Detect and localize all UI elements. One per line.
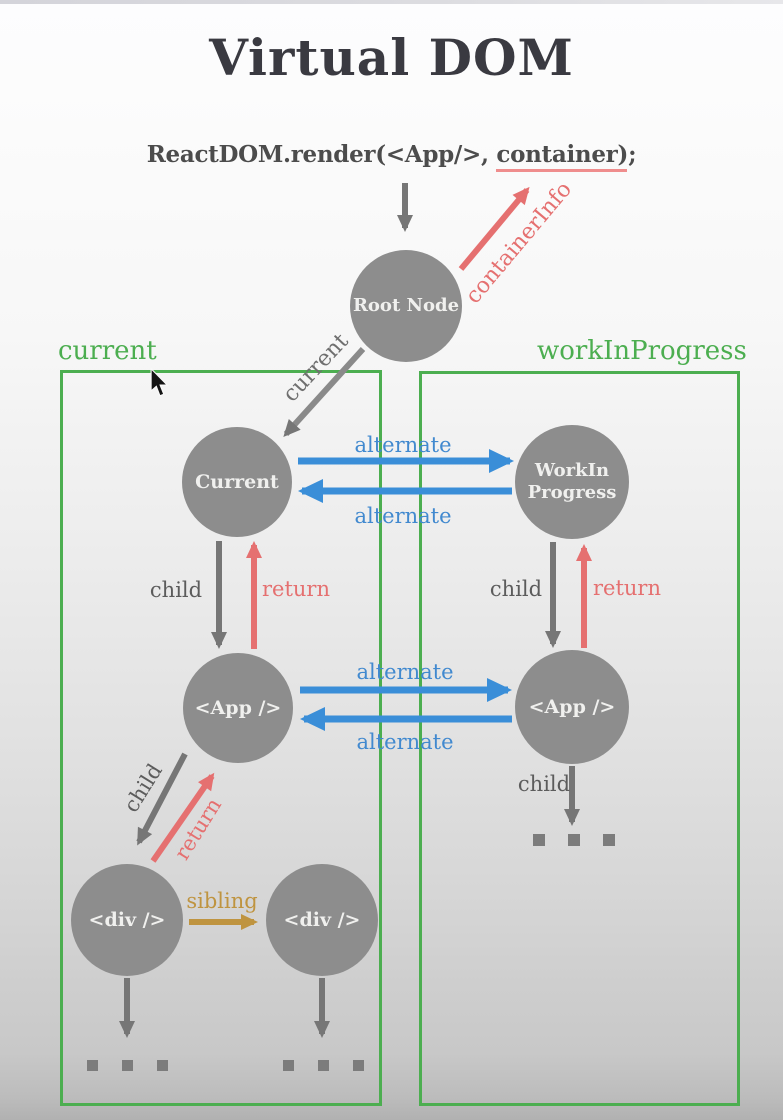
edge-label-return-left: return (262, 577, 330, 601)
code-prefix: ReactDOM.render(<App/>, (146, 141, 497, 168)
node-div-right-label: <div /> (283, 908, 361, 931)
edge-label-return-right: return (593, 576, 661, 600)
node-work-in-progress: WorkIn Progress (515, 425, 629, 539)
current-tree-label: current (58, 336, 157, 366)
node-div-left-label: <div /> (88, 908, 166, 931)
node-wip-label-line2: Progress (527, 482, 617, 503)
edge-label-child-left: child (149, 578, 203, 602)
ellipsis-dots-app-right (533, 834, 615, 846)
ellipsis-dots-div-left (87, 1060, 168, 1071)
node-app-right: <App /> (515, 650, 629, 764)
code-container-underlined: container (496, 141, 627, 172)
node-wip-label-line1: WorkIn (534, 460, 610, 482)
node-app-left: <App /> (183, 653, 293, 763)
node-app-left-label: <App /> (194, 696, 282, 719)
node-root-label: Root Node (352, 295, 460, 317)
code-line: ReactDOM.render(<App/>, container); (0, 141, 783, 172)
edge-label-alternate-4: alternate (356, 730, 454, 754)
node-div-left: <div /> (71, 864, 183, 976)
work-in-progress-tree-label: workInProgress (537, 336, 747, 366)
work-in-progress-tree-box (419, 371, 740, 1106)
node-app-right-label: <App /> (528, 695, 616, 718)
current-tree-box (60, 370, 382, 1106)
node-current: Current (182, 427, 292, 537)
edge-label-child-right-bottom: child (517, 772, 571, 796)
edge-label-sibling: sibling (186, 889, 258, 913)
edge-label-alternate-3: alternate (356, 660, 454, 684)
page-title: Virtual DOM (209, 28, 574, 87)
edge-label-alternate-1: alternate (354, 433, 452, 457)
edge-label-alternate-2: alternate (354, 504, 452, 528)
edge-label-container-info: containerInfo (460, 177, 578, 309)
top-edge-strip (0, 0, 783, 4)
node-root: Root Node (350, 250, 462, 362)
edge-label-child-right: child (489, 577, 543, 601)
node-div-right: <div /> (266, 864, 378, 976)
node-current-label: Current (195, 470, 279, 493)
code-suffix: ); (617, 141, 637, 168)
ellipsis-dots-div-right (283, 1060, 364, 1071)
cursor-icon (150, 368, 169, 397)
